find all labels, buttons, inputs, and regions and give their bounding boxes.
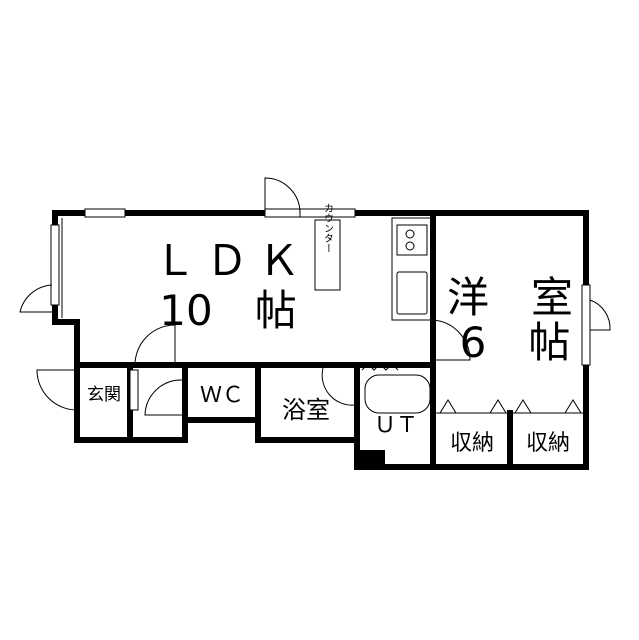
stove-icon [396,224,428,256]
ldk-name: ＬＤＫ [154,236,310,285]
wc-label: ＷＣ [200,383,244,408]
bath-label: 浴室 [282,396,330,424]
storage-2-label: 収納 [526,431,570,456]
western-room-name: 洋 室 [447,273,573,322]
windows [50,208,591,366]
washbasin-icon [364,374,431,414]
ldk-size: 10 帖 [159,286,296,335]
counter-label: カウンター [322,203,334,253]
utility-label: ＵＴ [374,413,418,438]
sink-icon [396,271,428,315]
western-room-size: 6 帖 [460,318,571,367]
doors [19,177,611,416]
walls [52,210,589,470]
entrance-label: 玄関 [87,385,121,405]
counter [314,219,341,291]
storage-1-label: 収納 [450,431,494,456]
kitchen [314,217,433,414]
